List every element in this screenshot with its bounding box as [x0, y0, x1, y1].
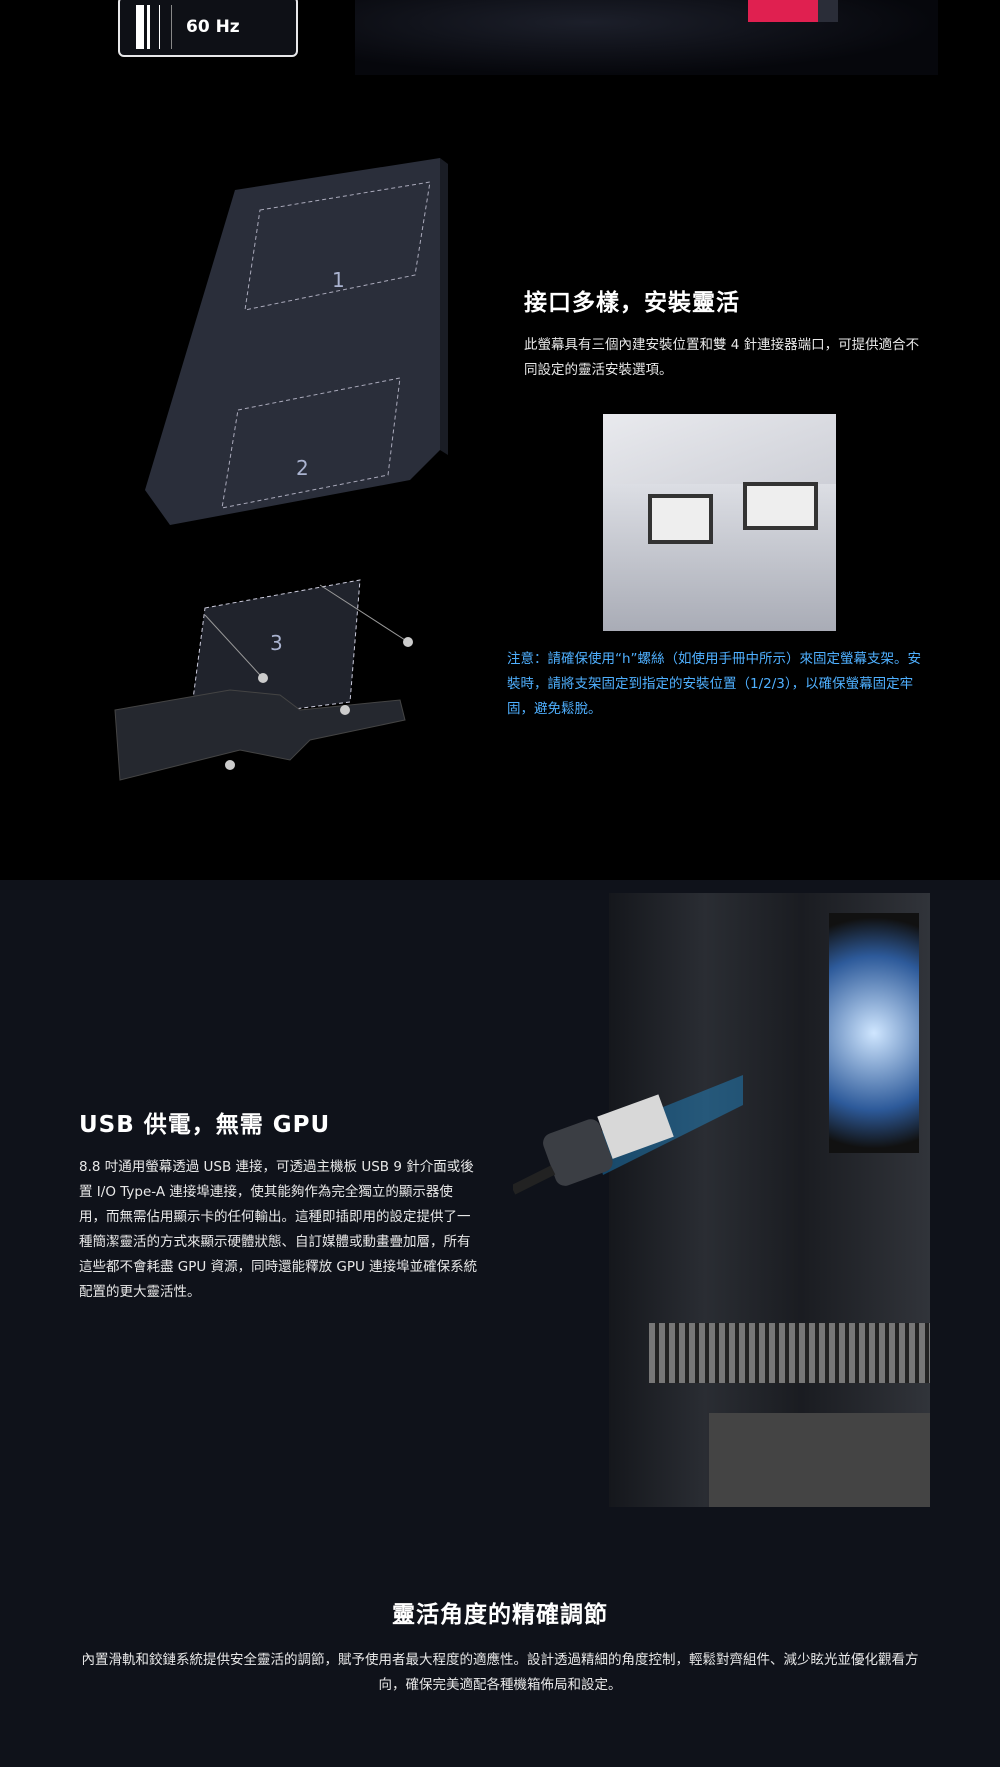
refresh-rate-badge: 60 Hz — [118, 0, 298, 57]
monitor-mounting-illustration: 1 2 3 — [114, 158, 448, 781]
angle-description: 內置滑軌和鉸鏈系統提供安全靈活的調節，賦予使用者最大程度的適應性。設計透過精細的… — [81, 1652, 919, 1693]
usb-section: USB 供電，無需 GPU 8.8 吋通用螢幕透過 USB 連接，可透過主機板 … — [0, 880, 1000, 1767]
usb-cable-icon — [513, 1075, 743, 1195]
mounting-note: 注意：請確保使用“h”螺絲（如使用手冊中所示）來固定螢幕支架。安裝時，請將支架固… — [507, 651, 922, 717]
pc-case-photo — [609, 893, 930, 1507]
mounting-description: 此螢幕具有三個內建安裝位置和雙 4 針連接器端口，可提供適合不同設定的靈活安裝選… — [524, 337, 920, 378]
mounting-section: 60 Hz 1 2 3 接口多樣，安裝靈活 此螢幕具有三個內建安裝位置和雙 4 … — [0, 0, 1000, 880]
monitor-hero-image — [355, 0, 938, 75]
position-2-label: 2 — [296, 456, 309, 480]
mounting-title: 接口多樣，安裝靈活 — [524, 290, 740, 316]
usb-description: 8.8 吋通用螢幕透過 USB 連接，可透過主機板 USB 9 針介面或後置 I… — [79, 1159, 478, 1300]
position-1-label: 1 — [332, 268, 345, 292]
connector-photo — [603, 414, 836, 631]
refresh-bars-icon — [136, 4, 172, 49]
refresh-rate-label: 60 Hz — [186, 16, 240, 37]
usb-title: USB 供電，無需 GPU — [79, 1112, 331, 1138]
angle-title: 靈活角度的精確調節 — [392, 1602, 608, 1628]
position-3-label: 3 — [270, 631, 283, 655]
